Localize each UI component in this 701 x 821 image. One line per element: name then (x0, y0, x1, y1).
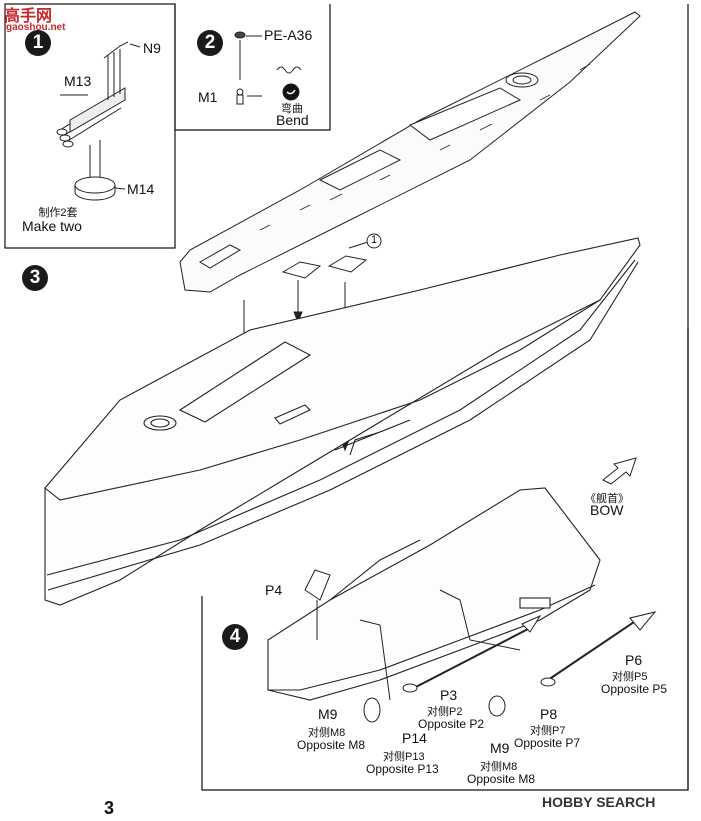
step-3-badge: 3 (22, 265, 48, 291)
p8-cn: 对侧P7 (530, 725, 566, 737)
part-label-pe-a36: PE-A36 (264, 27, 313, 43)
note-cn-make-two: 制作2套 (38, 207, 78, 219)
watermark-url-top: gaoshou.net (6, 22, 66, 33)
m14-pedestal (74, 140, 126, 201)
m9-right-cn: 对侧M8 (480, 761, 518, 773)
step1-parts-drawing (56, 41, 141, 201)
note-en-bend: Bend (276, 112, 309, 128)
part-label-p4: P4 (265, 582, 283, 598)
step2-frame (174, 4, 331, 131)
part-label-n9: N9 (143, 40, 161, 56)
deck-part (179, 11, 641, 293)
step-1-badge: 1 (25, 30, 51, 56)
step2-parts-drawing (234, 31, 302, 105)
part-label-p3: P3 (440, 687, 458, 703)
pe-a36-part (234, 31, 262, 105)
page-number: 3 (104, 798, 115, 818)
step-4-badge: 4 (222, 624, 248, 650)
p3-cn: 对侧P2 (427, 706, 463, 718)
part-label-p8: P8 (540, 706, 558, 722)
bow-label-cn: 《舰首》 (585, 493, 629, 505)
n9-parts (103, 41, 141, 100)
m9-left-cn: 对侧M8 (308, 727, 346, 739)
part-label-m9-right: M9 (490, 740, 510, 756)
watermark-logo-bottom: HOBBY SEARCH (542, 794, 656, 810)
part-label-p6: P6 (625, 652, 643, 668)
part-label-m14: M14 (127, 181, 155, 197)
note-cn-bend: 弯曲 (281, 103, 303, 115)
part-label-m9-left: M9 (318, 706, 338, 722)
note-en-make-two: Make two (22, 218, 82, 234)
p6-en: Opposite P5 (601, 682, 668, 696)
bow-arrow (602, 457, 637, 485)
p8-en: Opposite P7 (514, 736, 581, 750)
p14-en: Opposite P13 (366, 762, 439, 776)
watermark-logo-top: 高手网 (4, 8, 53, 25)
m9-right-en: Opposite M8 (467, 772, 536, 786)
torpedo-tube-assembly (56, 87, 126, 148)
stern-part (267, 487, 601, 701)
step4-frame (201, 328, 689, 791)
m9-left-en: Opposite M8 (297, 738, 366, 752)
p3-en: Opposite P2 (418, 717, 485, 731)
callout-step-1: 1 (370, 234, 378, 246)
bend-illustration (276, 66, 302, 101)
part-label-m1: M1 (198, 89, 218, 105)
part-label-p14: P14 (402, 730, 427, 746)
part-label-m13: M13 (64, 73, 92, 89)
step-2-badge: 2 (197, 30, 223, 56)
hull-main (44, 237, 641, 606)
p14-cn: 对侧P13 (383, 751, 425, 763)
frames (4, 3, 689, 791)
p6-cn: 对侧P5 (612, 671, 648, 683)
propeller-parts (304, 569, 657, 723)
platform-parts (281, 233, 382, 279)
bow-label-en: BOW (590, 502, 624, 518)
